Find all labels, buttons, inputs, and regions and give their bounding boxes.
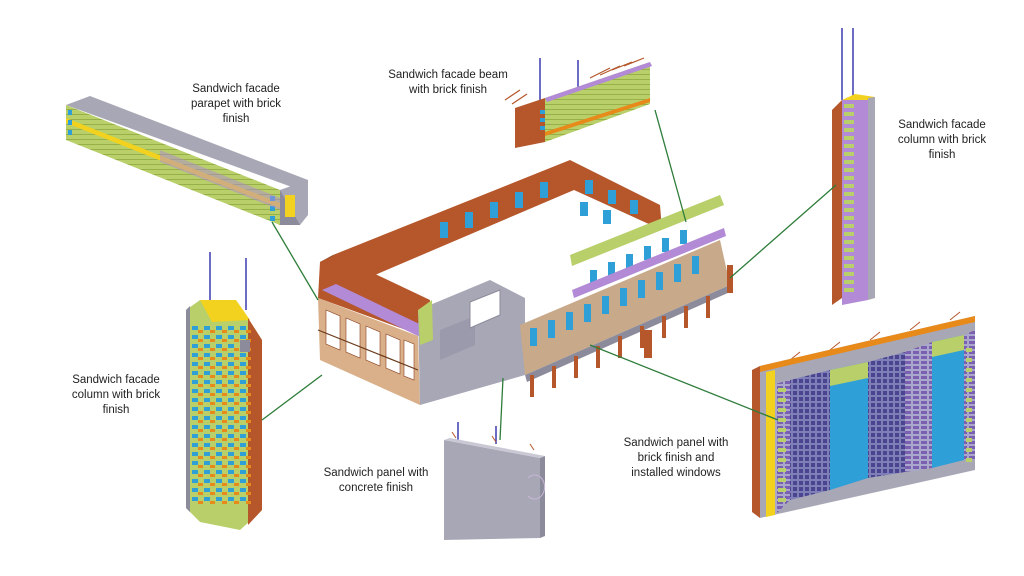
leader-column-left (261, 374, 323, 421)
label-panel-concrete: Sandwich panel with concrete finish (323, 467, 429, 494)
concrete-panel-element (444, 422, 546, 540)
leader-concrete-panel (499, 377, 504, 441)
parapet-element (66, 96, 308, 225)
column-left-element (186, 252, 262, 530)
column-left-bricks (192, 326, 251, 504)
window-1 (830, 362, 868, 490)
column-right-bricks (844, 104, 866, 296)
label-column-left: Sandwich facade column with brick finish (71, 374, 161, 416)
panel-window-bricks (778, 348, 972, 502)
detached-column (644, 330, 652, 358)
leader-parapet (271, 221, 319, 301)
label-panel-windows: Sandwich panel with brick finish and ins… (623, 437, 729, 479)
leader-beam (654, 109, 687, 223)
column-right-element (832, 28, 875, 305)
window-2 (932, 335, 964, 468)
label-parapet: Sandwich facade parapet with brick finis… (190, 83, 282, 125)
leader-column-right (729, 184, 837, 279)
right-wing-windows (530, 230, 699, 346)
back-wall-windows (440, 180, 638, 238)
window-panel-element (752, 311, 975, 518)
label-beam: Sandwich facade beam with brick finish (388, 69, 508, 96)
facade-openings (325, 309, 415, 381)
beam-element (504, 57, 652, 148)
central-building (317, 160, 733, 405)
parapet-top (322, 284, 432, 336)
leader-window-panel (589, 344, 779, 421)
ground-columns (530, 296, 710, 397)
label-column-right: Sandwich facade column with brick finish (897, 119, 987, 161)
leader-lines (261, 109, 837, 441)
